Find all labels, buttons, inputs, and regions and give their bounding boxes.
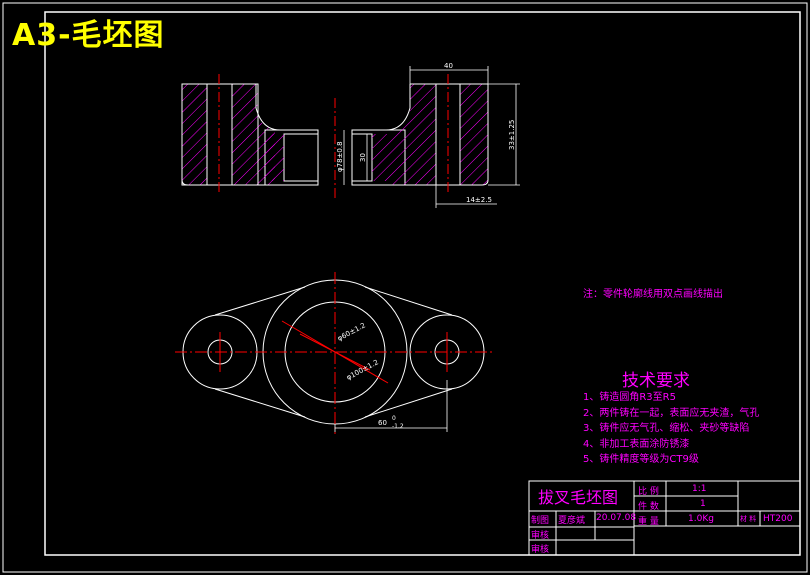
plan-view	[175, 272, 495, 434]
weight-label: 重 量	[638, 517, 659, 527]
part-name: 拔叉毛坯图	[538, 488, 619, 507]
drawn-by: 夏彦斌	[558, 516, 586, 526]
inner-frame	[44, 11, 801, 556]
scale-label: 比 例	[638, 487, 659, 497]
qty-value: 1	[700, 499, 706, 509]
tech-requirement-item: 2、两件铸在一起，表面应无夹渣，气孔	[583, 407, 760, 419]
tech-requirements-heading: 技术要求	[622, 371, 690, 391]
dim-spacing-lower: -1.2	[392, 423, 404, 430]
drawing-title: A3-毛坯图	[12, 18, 165, 53]
approve-label: 审核	[531, 545, 550, 555]
qty-label: 件 数	[638, 502, 659, 512]
review-label: 审核	[531, 531, 550, 541]
dim-bottom-offset: 14±2.5	[466, 196, 492, 204]
tech-requirement-item: 4、非加工表面涂防锈漆	[583, 438, 690, 450]
title-block	[528, 480, 801, 556]
dim-hole: φ78±0.8	[336, 141, 344, 172]
dim-spacing-upper: 0	[392, 415, 396, 422]
dim-height-right: 33±1.25	[508, 120, 516, 150]
dim-outer-circle: φ100±1.2	[345, 358, 380, 381]
drawn-label: 制图	[531, 516, 550, 526]
dim-height-mid: 30	[359, 153, 367, 162]
dim-top-width: 40	[444, 62, 453, 70]
tech-requirements-list: 1、铸造圆角R3至R5 2、两件铸在一起，表面应无夹渣，气孔 3、铸件应无气孔、…	[583, 390, 759, 468]
scale-value: 1:1	[692, 484, 707, 494]
tech-requirement-item: 5、铸件精度等级为CT9级	[583, 454, 699, 465]
tech-requirement-item: 1、铸造圆角R3至R5	[583, 392, 676, 403]
drawn-date: 20.07.08	[596, 513, 637, 523]
section-view	[181, 66, 520, 208]
material-label: 材 料	[740, 515, 757, 523]
dim-center-circle: φ60±1.2	[336, 321, 367, 342]
tech-requirement-item: 3、铸件应无气孔、缩松、夹砂等缺陷	[583, 423, 750, 434]
dim-spacing: 60	[378, 419, 387, 427]
weight-value: 1.0Kg	[688, 514, 714, 524]
material-value: HT200	[763, 514, 793, 524]
outline-note: 注：零件轮廓线用双点画线描出	[583, 289, 723, 300]
